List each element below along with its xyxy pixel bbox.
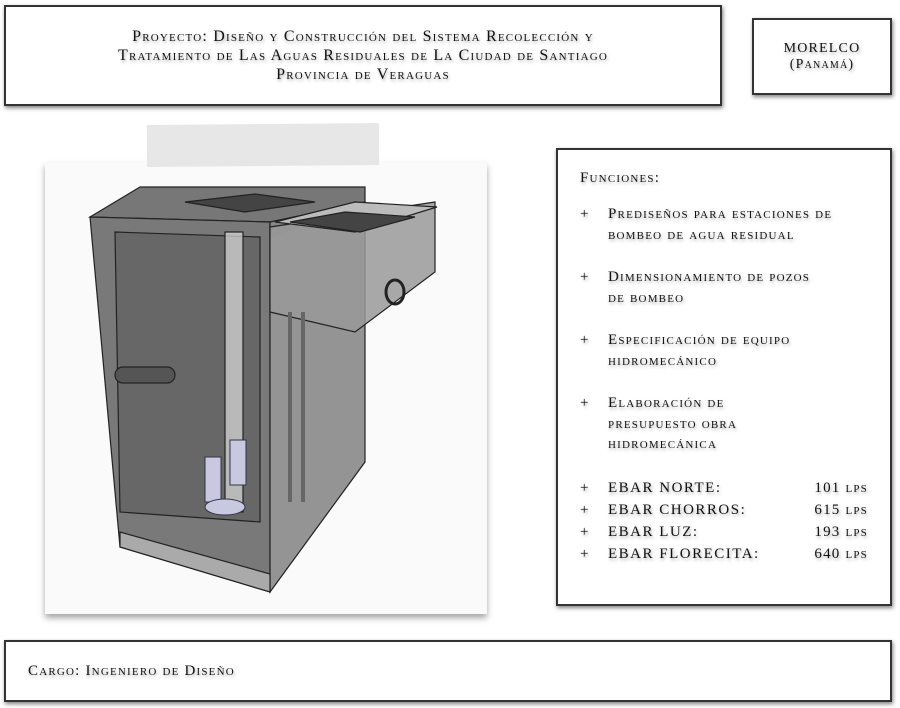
bullet-icon: + <box>580 501 590 518</box>
list-item-text: Dimensionamiento de pozos de bombeo <box>608 269 811 306</box>
bullet-icon: + <box>580 479 590 496</box>
company-name: MORELCO <box>783 40 861 56</box>
list-item: + Especificación de equipo hidromecánico <box>580 330 890 371</box>
station-row: + EBAR NORTE: 101 lps <box>580 477 890 499</box>
project-title-box: Proyecto: Diseño y Construcción del Sist… <box>4 5 722 106</box>
station-flow: 193 lps <box>814 523 868 540</box>
station-row: + EBAR CHORROS: 615 lps <box>580 499 890 521</box>
station-flow: 615 lps <box>814 501 868 518</box>
station-row: + EBAR LUZ: 193 lps <box>580 521 890 543</box>
bullet-icon: + <box>580 332 590 348</box>
list-item: + Dimensionamiento de pozos de bombeo <box>580 267 890 308</box>
station-name: EBAR NORTE: <box>608 479 722 496</box>
list-item-text: Elaboración de presupuesto obra hidromec… <box>608 395 738 452</box>
bullet-icon: + <box>580 269 590 285</box>
company-box: MORELCO (Panamá) <box>752 18 892 95</box>
functions-box: Funciones: + Prediseños para estaciones d… <box>556 148 892 606</box>
tape-decoration <box>146 122 380 168</box>
bullet-icon: + <box>580 523 590 540</box>
company-country: (Panamá) <box>789 56 855 72</box>
station-name: EBAR FLORECITA: <box>608 545 760 562</box>
project-title-line: Tratamiento de Las Aguas Residuales de L… <box>117 47 609 64</box>
station-name: EBAR LUZ: <box>608 523 699 540</box>
bullet-icon: + <box>580 545 590 562</box>
role-text: Cargo: Ingeniero de Diseño <box>28 662 235 679</box>
station-flow: 101 lps <box>814 479 868 496</box>
list-item: + Elaboración de presupuesto obra hidrome… <box>580 393 890 455</box>
project-title-line: Provincia de Veraguas <box>276 66 450 83</box>
station-name: EBAR CHORROS: <box>608 501 747 518</box>
list-item-text: Especificación de equipo hidromecánico <box>608 332 791 369</box>
bullet-icon: + <box>580 395 590 411</box>
role-box: Cargo: Ingeniero de Diseño <box>4 640 892 702</box>
bullet-icon: + <box>580 206 590 222</box>
station-row: + EBAR FLORECITA: 640 lps <box>580 543 890 565</box>
list-item: + Prediseños para estaciones de bombeo de… <box>580 204 890 245</box>
station-flow: 640 lps <box>814 545 868 562</box>
project-title-line: Proyecto: Diseño y Construcción del Sist… <box>132 28 594 45</box>
functions-title: Funciones: <box>580 170 661 186</box>
list-item-text: Prediseños para estaciones de bombeo de … <box>608 206 833 243</box>
pump-station-3d-render <box>45 162 487 614</box>
